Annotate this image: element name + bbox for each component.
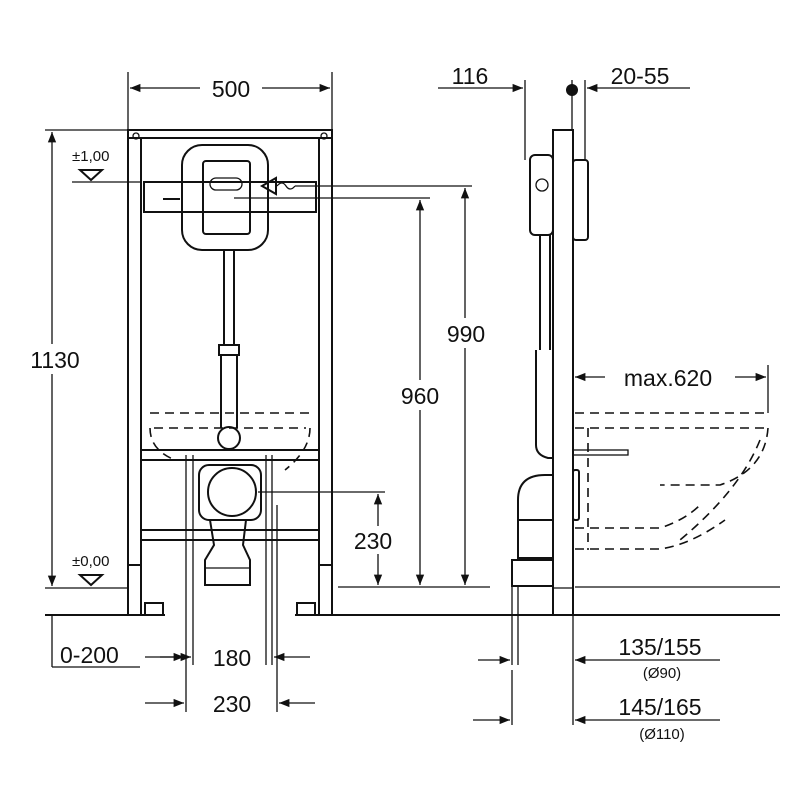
- dim-outlet-230: 230: [258, 491, 404, 585]
- dim-wall-offset-20-55: 20-55: [566, 63, 690, 160]
- level-bottom: ±0,00: [72, 553, 109, 587]
- front-pipes: [198, 250, 262, 586]
- dim-height-1130: 1130: [20, 129, 128, 589]
- flush-height-label: 990: [447, 321, 485, 347]
- side-view-frame: [511, 129, 589, 665]
- height-label: 1130: [30, 347, 79, 373]
- level-top: ±1,00: [72, 148, 140, 183]
- dim-outlet-145-165: 145/165 (Ø110): [473, 670, 720, 743]
- outlet-large-label: 145/165: [618, 694, 701, 720]
- outlet-height-label: 230: [354, 528, 392, 554]
- outlet-small-label: 135/155: [618, 634, 701, 660]
- front-view-frame: [127, 129, 333, 616]
- bowl-outline-front: [149, 412, 311, 471]
- bolt-markers: [185, 455, 278, 712]
- bolt-spacing-label: 180: [213, 645, 251, 671]
- bowl-outline-side: [572, 412, 769, 550]
- level-top-label: ±1,00: [72, 148, 109, 165]
- dim-depth-116: 116: [438, 63, 526, 160]
- level-bottom-label: ±0,00: [72, 553, 109, 570]
- dim-bolt-230: 230: [145, 691, 315, 717]
- outlet-small-diameter: (Ø90): [643, 665, 681, 682]
- outlet-large-diameter: (Ø110): [639, 726, 685, 743]
- dim-outlet-135-155: 135/155 (Ø90): [478, 615, 720, 725]
- dim-bolt-180: 180: [160, 645, 310, 671]
- dim-max-620: max.620: [575, 365, 769, 413]
- floor-lines: [45, 586, 780, 616]
- wall-offset-label: 20-55: [611, 63, 670, 89]
- dim-width-500: 500: [127, 72, 333, 130]
- bowl-projection-label: max.620: [624, 365, 712, 391]
- dim-foot-0-200: 0-200: [51, 615, 185, 668]
- bolt-spacing-outer-label: 230: [213, 691, 251, 717]
- depth-label: 116: [452, 63, 489, 89]
- dim-990-960: 990 960: [234, 185, 494, 585]
- width-label: 500: [212, 76, 250, 102]
- actuator-height-label: 960: [401, 383, 439, 409]
- foot-range-label: 0-200: [60, 642, 119, 668]
